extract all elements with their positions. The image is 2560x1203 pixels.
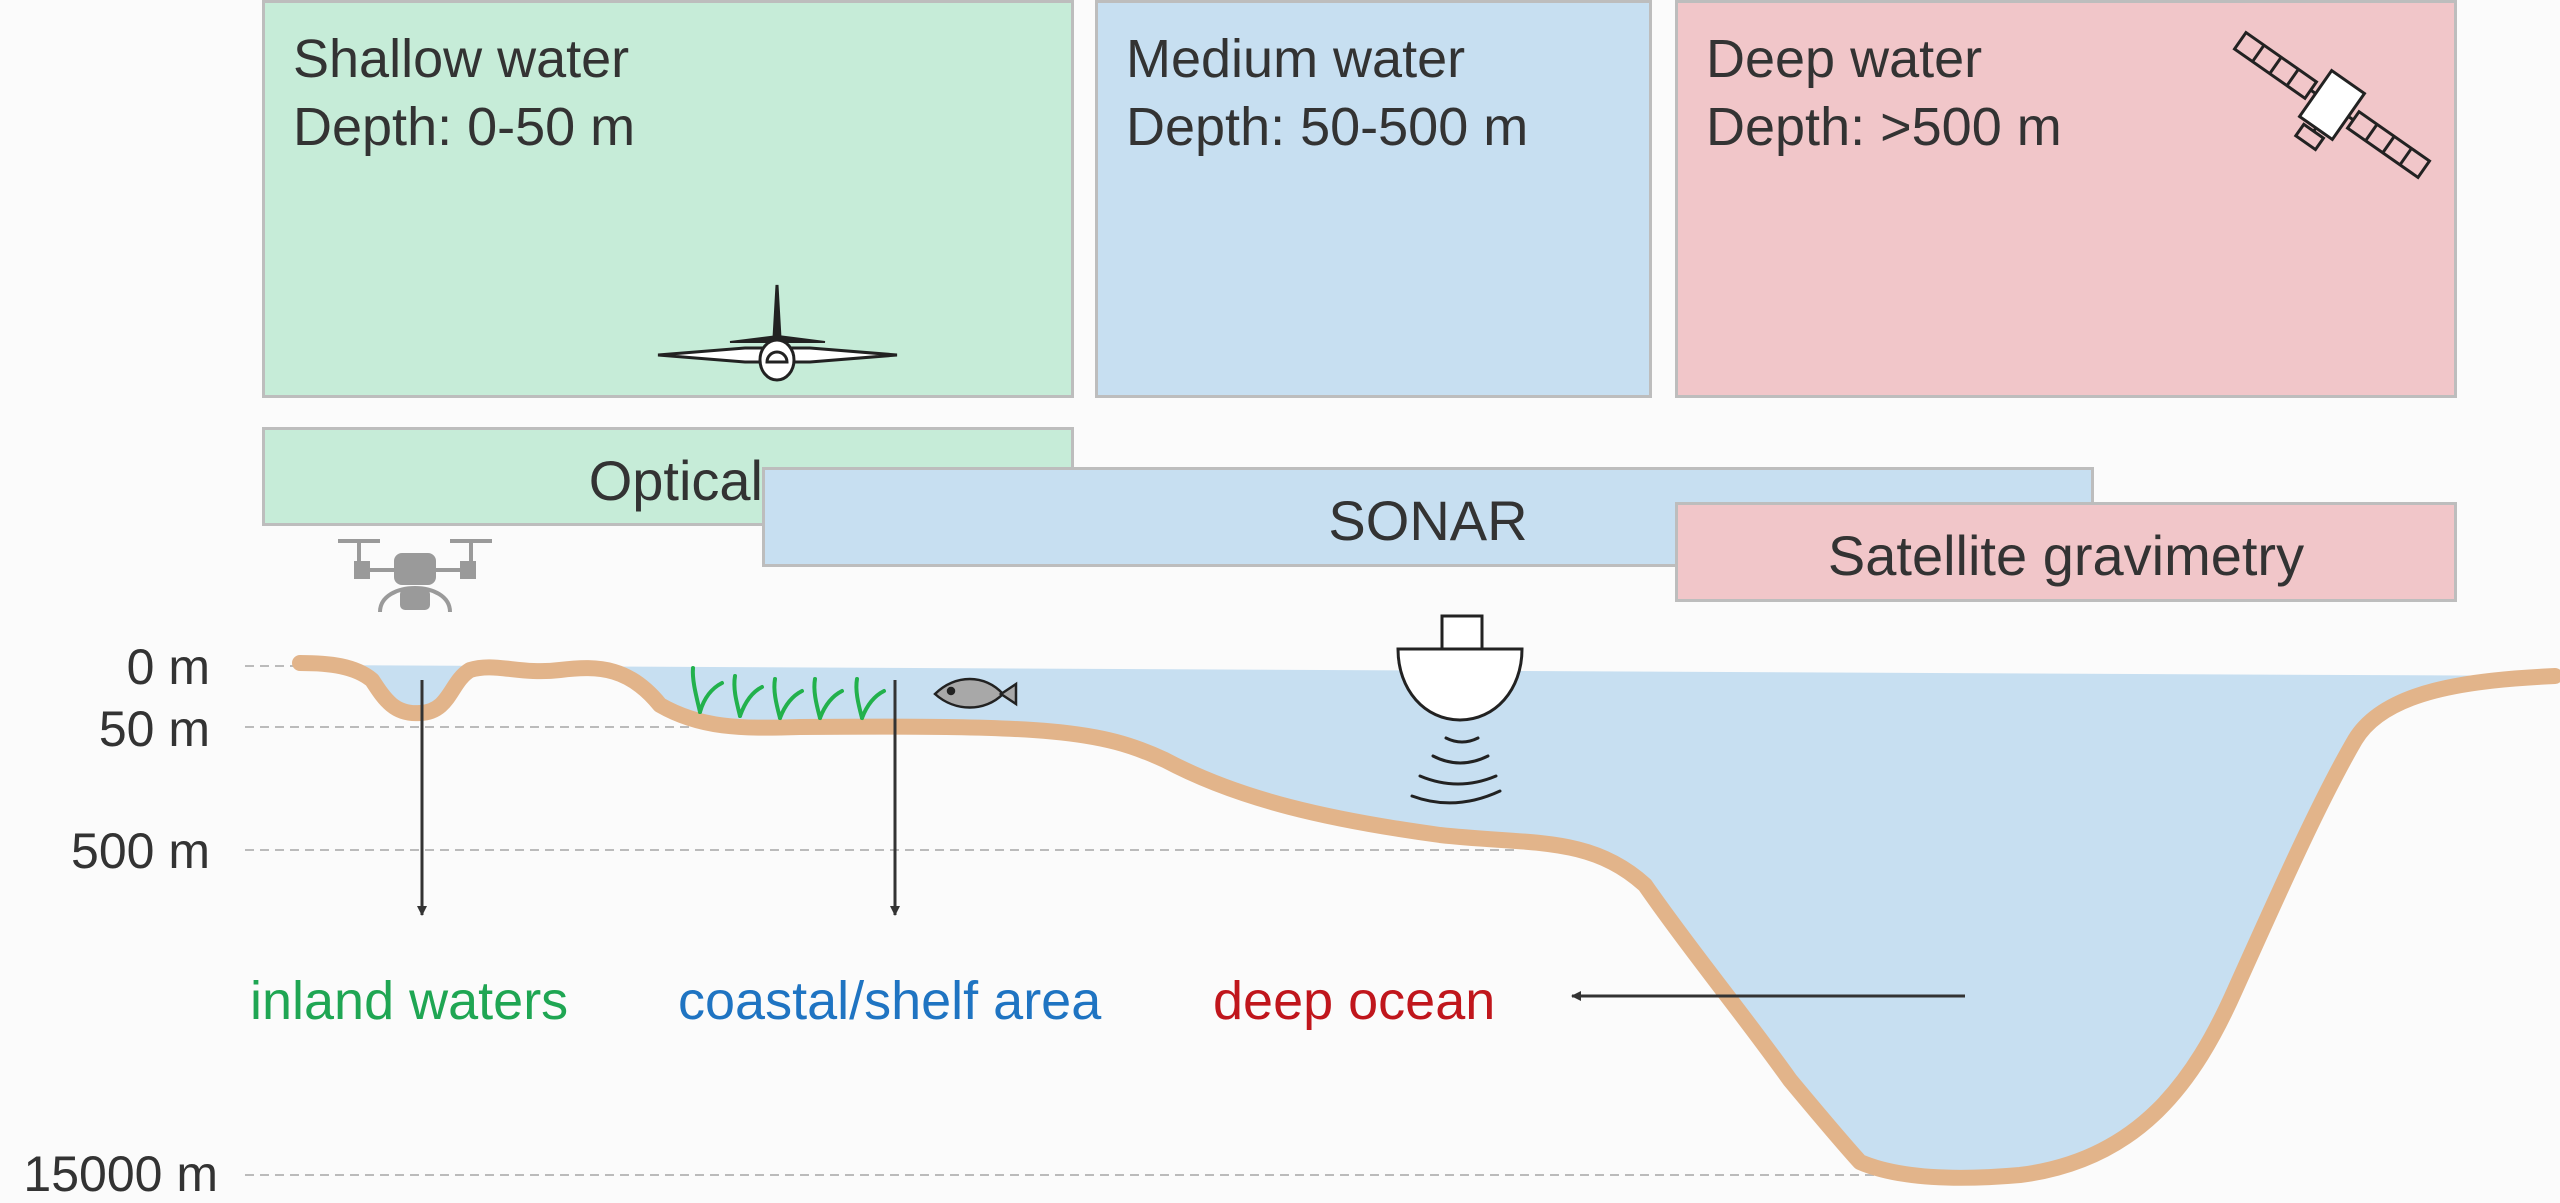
sonar-label: SONAR bbox=[1328, 489, 1528, 552]
water-body bbox=[300, 665, 2555, 1178]
deep-water-zone: Deep water Depth: >500 m bbox=[1675, 0, 2457, 398]
gravimetry-label: Satellite gravimetry bbox=[1827, 524, 2305, 587]
zone-title: Shallow water bbox=[293, 29, 630, 89]
optical-label: Optical bbox=[588, 449, 763, 512]
region-coastal-shelf: coastal/shelf area bbox=[678, 971, 1102, 1031]
zone-title: Medium water bbox=[1126, 29, 1466, 89]
drone-icon bbox=[338, 539, 492, 613]
region-deep-ocean: deep ocean bbox=[1213, 971, 1496, 1031]
depth-label-500: 500 m bbox=[71, 823, 210, 879]
depth-label-15000: 15000 m bbox=[23, 1146, 218, 1202]
zone-depth: Depth: 0-50 m bbox=[293, 97, 636, 157]
shallow-water-zone: Shallow water Depth: 0-50 m bbox=[262, 0, 1074, 398]
region-inland-waters: inland waters bbox=[250, 971, 569, 1031]
medium-water-zone: Medium water Depth: 50-500 m bbox=[1095, 0, 1652, 398]
zone-depth: Depth: 50-500 m bbox=[1126, 97, 1529, 157]
gravimetry-method-bar: Satellite gravimetry bbox=[1675, 502, 2457, 602]
airplane-icon bbox=[657, 284, 898, 382]
depth-gridlines bbox=[245, 665, 1900, 1176]
fish-icon bbox=[933, 677, 1018, 709]
satellite-icon bbox=[2232, 30, 2432, 180]
seagrass-icon bbox=[690, 666, 886, 720]
ship-icon bbox=[1396, 614, 1524, 722]
sonar-waves-icon bbox=[1410, 736, 1502, 805]
depth-label-0: 0 m bbox=[126, 639, 210, 695]
zone-depth: Depth: >500 m bbox=[1706, 97, 2062, 157]
depth-label-50: 50 m bbox=[98, 701, 210, 757]
zone-title: Deep water bbox=[1706, 29, 1983, 89]
region-arrows bbox=[417, 680, 1965, 1001]
seafloor-line bbox=[292, 655, 2560, 1186]
